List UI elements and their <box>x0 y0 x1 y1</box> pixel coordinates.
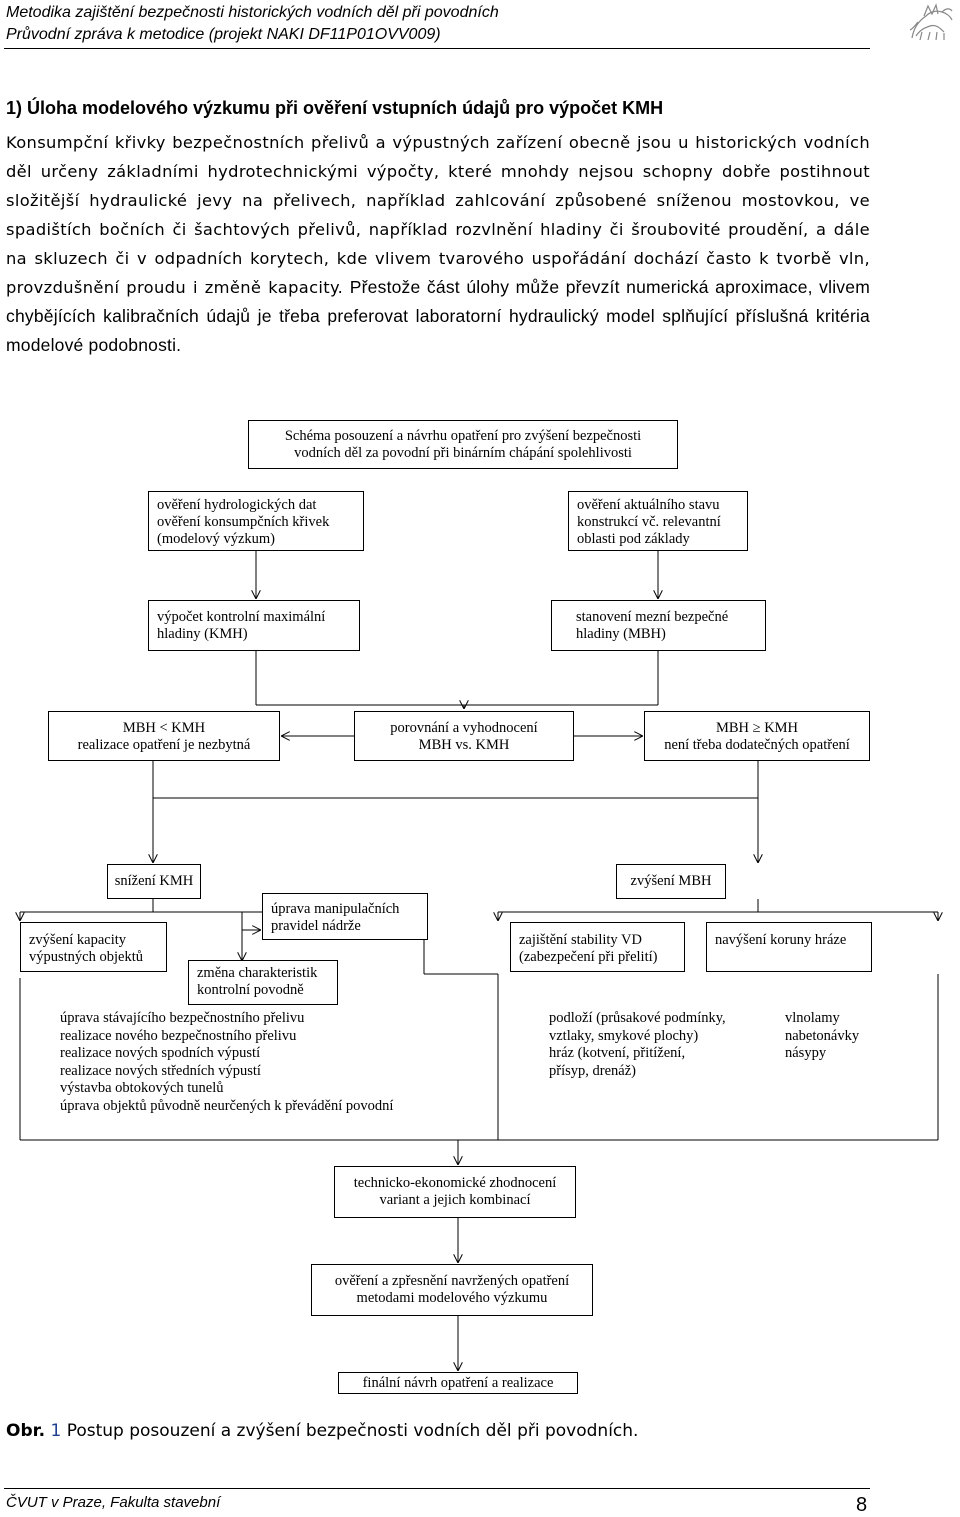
list-item: vlnolamy <box>785 1010 840 1026</box>
hydrology-line: ověření hydrologických dat <box>157 497 317 513</box>
hydrology-line: ověření konsumpčních křivek <box>157 514 330 530</box>
verification-line: ověření a zpřesnění navržených opatření <box>334 1273 570 1289</box>
list-item: úprava objektů původně neurčených k přev… <box>60 1097 394 1114</box>
comparison-line: MBH < KMH <box>122 720 206 736</box>
crest-raise-label: navýšení koruny hráze <box>715 932 847 948</box>
hydrology-line: (modelový výzkum) <box>157 531 275 547</box>
capacity-line: zvýšení kapacity <box>29 932 127 948</box>
tech-econ-line: variant a jejich kombinací <box>379 1192 531 1208</box>
comparison-box: porovnání a vyhodnocení MBH vs. KMH <box>354 711 574 761</box>
diagram-title-line: vodních děl za povodní při binárním cháp… <box>294 445 632 461</box>
list-item: vztlaky, smykové plochy) <box>549 1027 699 1044</box>
raise-mbh-label: zvýšení MBH <box>630 873 712 889</box>
kmh-box: výpočet kontrolní maximální hladiny (KMH… <box>148 600 360 651</box>
manipulation-line: pravidel nádrže <box>271 918 361 934</box>
list-item: nabetonávky <box>785 1027 860 1044</box>
stability-box: zajištění stability VD (zabezpečení při … <box>510 922 685 972</box>
section-paragraph: Konsumpční křivky bezpečnostních přelivů… <box>6 128 870 360</box>
page-number: 8 <box>856 1494 868 1516</box>
tech-econ-box: technicko-ekonomické zhodnocení variant … <box>334 1166 576 1218</box>
crest-raise-box: navýšení koruny hráze <box>706 922 872 972</box>
section-heading: 1) Úloha modelového výzkumu při ověření … <box>6 98 664 118</box>
paragraph-part: Přestože část úlohy může převzít numeric… <box>6 277 870 355</box>
structure-state-line: oblasti pod základy <box>577 531 690 547</box>
list-item: realizace nového bezpečnostního přelivu <box>60 1027 297 1044</box>
manipulation-rules-box: úprava manipulačních pravidel nádrže <box>262 893 428 940</box>
figure-caption: Obr. 1 Postup posouzení a zvýšení bezpeč… <box>6 1419 638 1443</box>
manipulation-line: úprava manipulačních <box>271 901 400 917</box>
capacity-line: výpustných objektů <box>29 949 143 965</box>
list-item: podloží (průsakové podmínky, <box>549 1010 726 1026</box>
structure-state-line: konstrukcí vč. relevantní <box>577 514 721 530</box>
header-line-2: Průvodní zpráva k metodice (projekt NAKI… <box>6 26 441 43</box>
diagram-title-line: Schéma posouzení a návrhu opatření pro z… <box>284 428 642 444</box>
reduce-kmh-label: snížení KMH <box>114 873 194 889</box>
comparison-line: MBH vs. KMH <box>418 737 510 753</box>
header-line-1: Metodika zajištění bezpečnosti historick… <box>6 4 499 21</box>
final-design-label: finální návrh opatření a realizace <box>362 1375 554 1391</box>
hydrology-box: ověření hydrologických dat ověření konsu… <box>148 491 364 551</box>
caption-text: Postup posouzení a zvýšení bezpečnosti v… <box>66 1421 639 1441</box>
list-item: přísyp, drenáž) <box>549 1062 636 1079</box>
reduce-kmh-box: snížení KMH <box>107 864 201 899</box>
comparison-line: realizace opatření je nezbytná <box>77 737 251 753</box>
university-logo-icon <box>909 3 953 41</box>
caption-label: Obr. <box>6 1421 46 1441</box>
diagram-title-box: Schéma posouzení a návrhu opatření pro z… <box>248 420 678 469</box>
control-flood-line: kontrolní povodně <box>197 982 304 998</box>
mbh-line: hladiny (MBH) <box>576 626 666 642</box>
paragraph-italic-part: Konsumpční křivky bezpečnostních přelivů… <box>6 133 870 297</box>
final-design-box: finální návrh opatření a realizace <box>338 1372 578 1394</box>
list-item: realizace nových středních výpustí <box>60 1062 261 1079</box>
control-flood-box: změna charakteristik kontrolní povodně <box>188 960 338 1005</box>
mbh-line: stanovení mezní bezpečné <box>576 609 729 625</box>
measures-middle-list: podloží (průsakové podmínky, vztlaky, sm… <box>549 1010 726 1080</box>
comparison-line: MBH ≥ KMH <box>715 720 799 736</box>
comparison-line: porovnání a vyhodnocení <box>390 720 538 736</box>
measures-left-list: úprava stávajícího bezpečnostního přeliv… <box>60 1010 393 1115</box>
footer-institution: ČVUT v Praze, Fakulta stavební <box>6 1494 221 1511</box>
list-item: realizace nových spodních výpustí <box>60 1045 261 1061</box>
list-item: výstavba obtokových tunelů <box>60 1080 224 1096</box>
capacity-box: zvýšení kapacity výpustných objektů <box>20 922 167 972</box>
mbh-less-kmh-box: MBH < KMH realizace opatření je nezbytná <box>48 711 280 761</box>
list-item: násypy <box>785 1045 827 1061</box>
flowchart: Schéma posouzení a návrhu opatření pro z… <box>0 400 960 1400</box>
caption-number: 1 <box>50 1421 62 1441</box>
mbh-greater-kmh-box: MBH ≥ KMH není třeba dodatečných opatřen… <box>644 711 870 761</box>
stability-line: zajištění stability VD <box>519 932 642 948</box>
header-rule <box>4 48 870 49</box>
verification-line: metodami modelového výzkumu <box>356 1290 548 1306</box>
kmh-line: hladiny (KMH) <box>157 626 248 642</box>
measures-right-list: vlnolamy nabetonávky násypy <box>785 1010 859 1063</box>
tech-econ-line: technicko-ekonomické zhodnocení <box>353 1175 557 1191</box>
footer-rule <box>4 1488 870 1489</box>
flowchart-connectors <box>0 551 960 1400</box>
stability-line: (zabezpečení při přelití) <box>519 949 658 965</box>
running-header: Metodika zajištění bezpečnosti historick… <box>6 2 499 46</box>
mbh-box: stanovení mezní bezpečné hladiny (MBH) <box>551 600 766 651</box>
raise-mbh-box: zvýšení MBH <box>616 864 726 899</box>
structure-state-box: ověření aktuálního stavu konstrukcí vč. … <box>568 491 748 551</box>
kmh-line: výpočet kontrolní maximální <box>157 609 326 625</box>
comparison-line: není třeba dodatečných opatření <box>664 737 850 753</box>
structure-state-line: ověření aktuálního stavu <box>577 497 720 513</box>
control-flood-line: změna charakteristik <box>197 965 318 981</box>
model-verification-box: ověření a zpřesnění navržených opatření … <box>311 1264 593 1316</box>
list-item: úprava stávajícího bezpečnostního přeliv… <box>60 1010 305 1026</box>
list-item: hráz (kotvení, přitížení, <box>549 1045 686 1061</box>
